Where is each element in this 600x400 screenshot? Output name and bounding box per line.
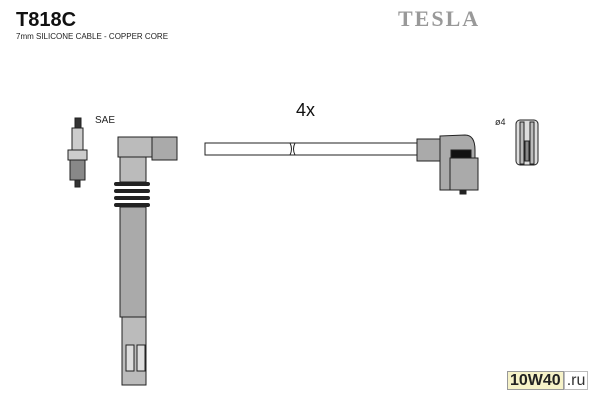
cable <box>204 142 446 156</box>
watermark-main: 10W40 <box>507 371 564 390</box>
terminal-diameter-label: ø4 <box>495 117 506 127</box>
plug-type-label: SAE <box>95 115 116 126</box>
right-boot <box>416 134 479 195</box>
brand-logo: TESLA <box>398 6 481 31</box>
watermark-suffix: .ru <box>563 371 589 390</box>
quantity-label: 4x <box>296 100 316 120</box>
product-description: 7mm SILICONE CABLE - COPPER CORE <box>16 32 169 41</box>
product-code: T818C <box>16 9 77 31</box>
spark-plug-icon <box>67 117 88 188</box>
terminal-sleeve-icon <box>515 119 539 166</box>
left-boot <box>114 136 178 386</box>
watermark: 10W40.ru <box>507 371 589 390</box>
